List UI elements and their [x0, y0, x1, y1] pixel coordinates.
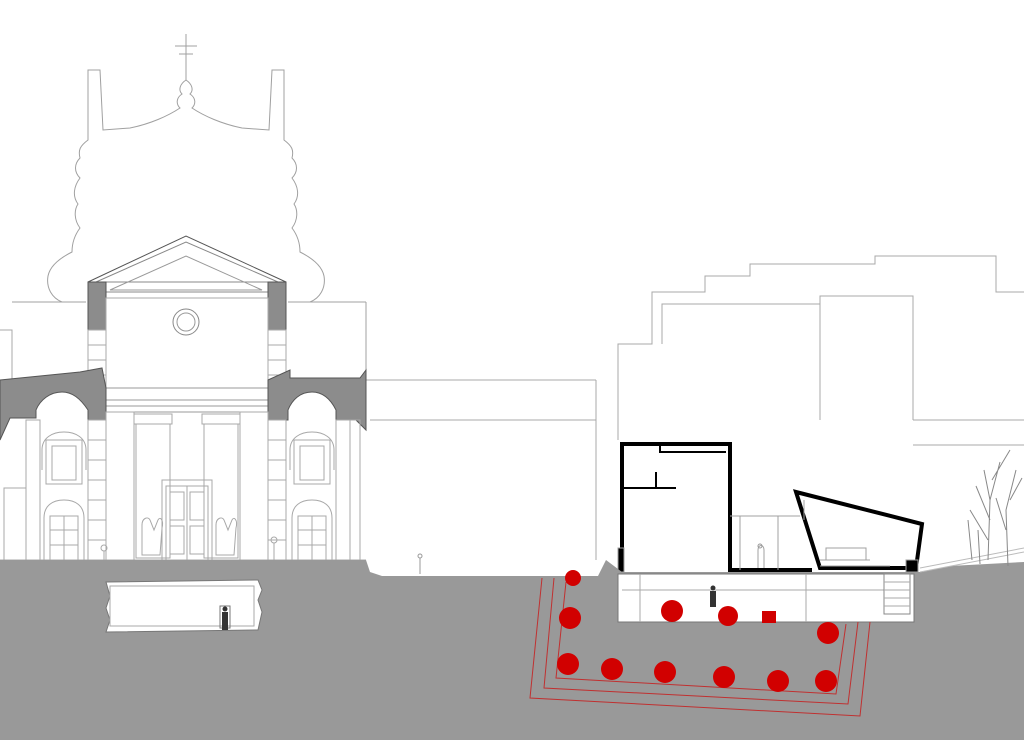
- ruin-outlines: [529, 577, 871, 717]
- oculus-inner: [176, 312, 196, 332]
- oculus-window: [172, 308, 200, 336]
- person-crypt: [222, 606, 228, 630]
- wall-cut-right-upper: [267, 281, 287, 331]
- wall-cut-left-upper: [87, 281, 107, 331]
- person-basement: [710, 585, 716, 607]
- ghost-figures: [417, 543, 763, 574]
- human-figures: [222, 585, 716, 630]
- church-silhouette: [12, 34, 367, 380]
- background-buildings: [0, 255, 1024, 560]
- red-columns: [557, 570, 839, 692]
- vault-cut-right: [267, 368, 367, 432]
- ground-line-right: [919, 551, 1024, 573]
- trees: [967, 449, 1023, 567]
- pediment: [87, 235, 287, 299]
- crypt: [105, 579, 263, 633]
